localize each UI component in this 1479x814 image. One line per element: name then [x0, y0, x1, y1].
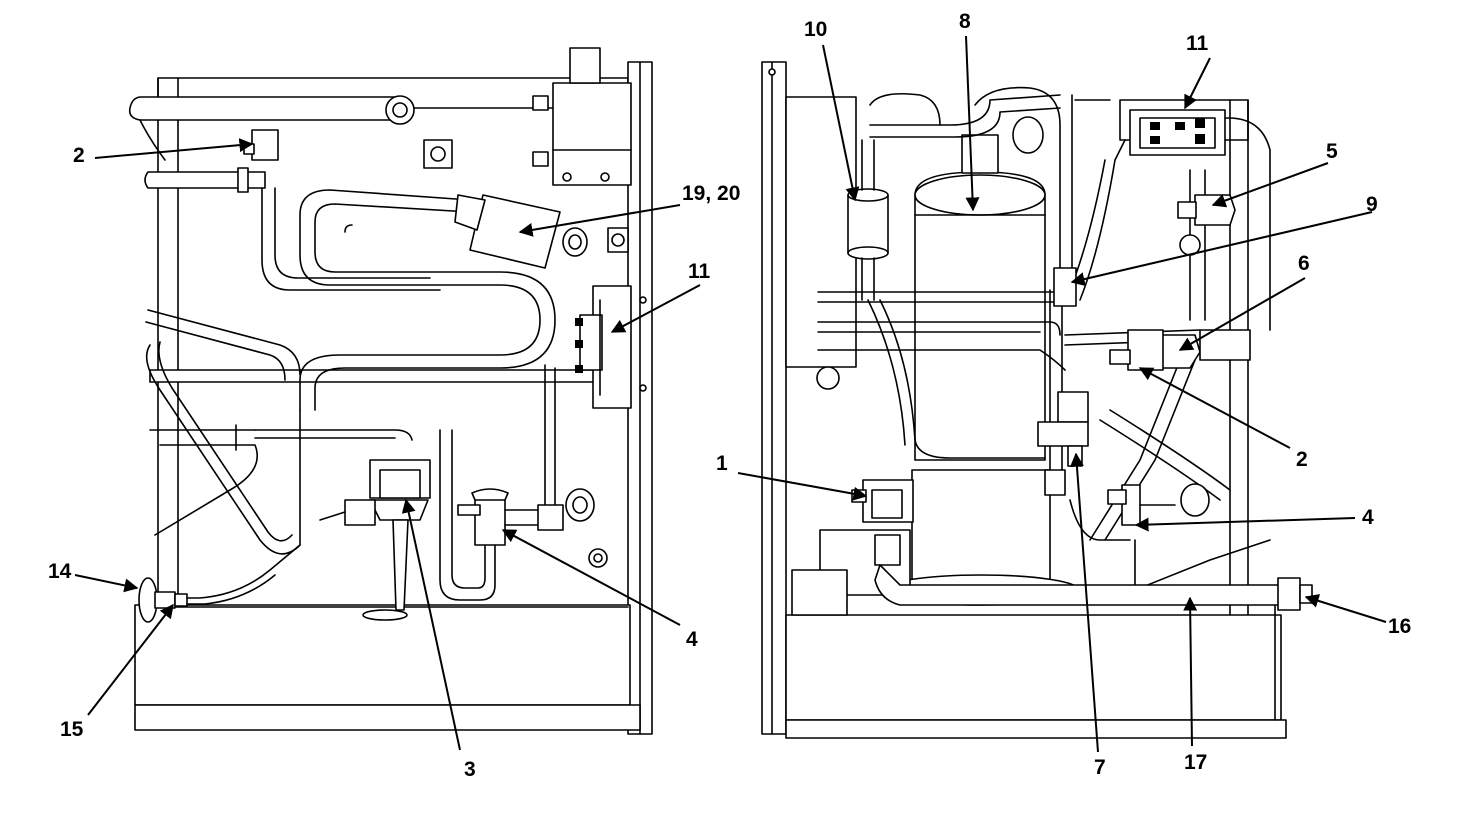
callout-3: 3	[464, 758, 476, 781]
callout-7: 7	[1094, 756, 1106, 779]
callout-15: 15	[60, 718, 84, 741]
callout-8: 8	[959, 10, 971, 33]
callout-1: 1	[716, 452, 728, 475]
right-tank-8	[914, 116, 1046, 461]
left-view: 2 19, 20 11 14 15 3 4	[48, 47, 740, 781]
callout-10: 10	[804, 18, 827, 41]
callout-11-right: 11	[1186, 32, 1209, 55]
callout-2: 2	[73, 144, 85, 167]
left-diagonal-pipes	[145, 309, 496, 601]
left-serpentine	[299, 189, 556, 411]
left-valve-3	[319, 459, 431, 621]
callout-19-20: 19, 20	[682, 182, 740, 205]
right-callouts: 10 8 11 5 9 6 2 1 4 16 7 17	[716, 10, 1411, 779]
left-sensor-2	[144, 129, 441, 291]
callout-5: 5	[1326, 140, 1338, 163]
callout-4: 4	[686, 628, 698, 651]
right-valve-4	[1107, 483, 1210, 526]
right-pipe-17	[874, 564, 1313, 611]
left-control-box	[423, 47, 632, 186]
callout-17: 17	[1184, 751, 1207, 774]
right-fitting-9	[1053, 267, 1077, 307]
left-switch-11	[575, 285, 647, 409]
left-component-19-20	[454, 194, 629, 269]
left-top-pipe	[128, 95, 415, 161]
right-frame	[761, 61, 1287, 739]
right-drier-10	[847, 139, 889, 301]
callout-9: 9	[1366, 193, 1378, 216]
callout-6: 6	[1298, 252, 1310, 275]
callout-2-right: 2	[1296, 448, 1308, 471]
callout-4-right: 4	[1362, 506, 1374, 529]
left-fitting-14-15	[138, 544, 301, 623]
callout-16: 16	[1388, 615, 1411, 638]
callout-14: 14	[48, 560, 72, 583]
left-callouts: 2 19, 20 11 14 15 3 4	[48, 138, 740, 781]
right-switch-11	[1129, 109, 1226, 156]
left-frame	[134, 61, 653, 735]
left-valve-4	[457, 364, 608, 568]
right-pipes	[817, 86, 1271, 591]
right-view: 10 8 11 5 9 6 2 1 4 16 7 17	[716, 10, 1411, 779]
callout-11: 11	[688, 260, 711, 283]
